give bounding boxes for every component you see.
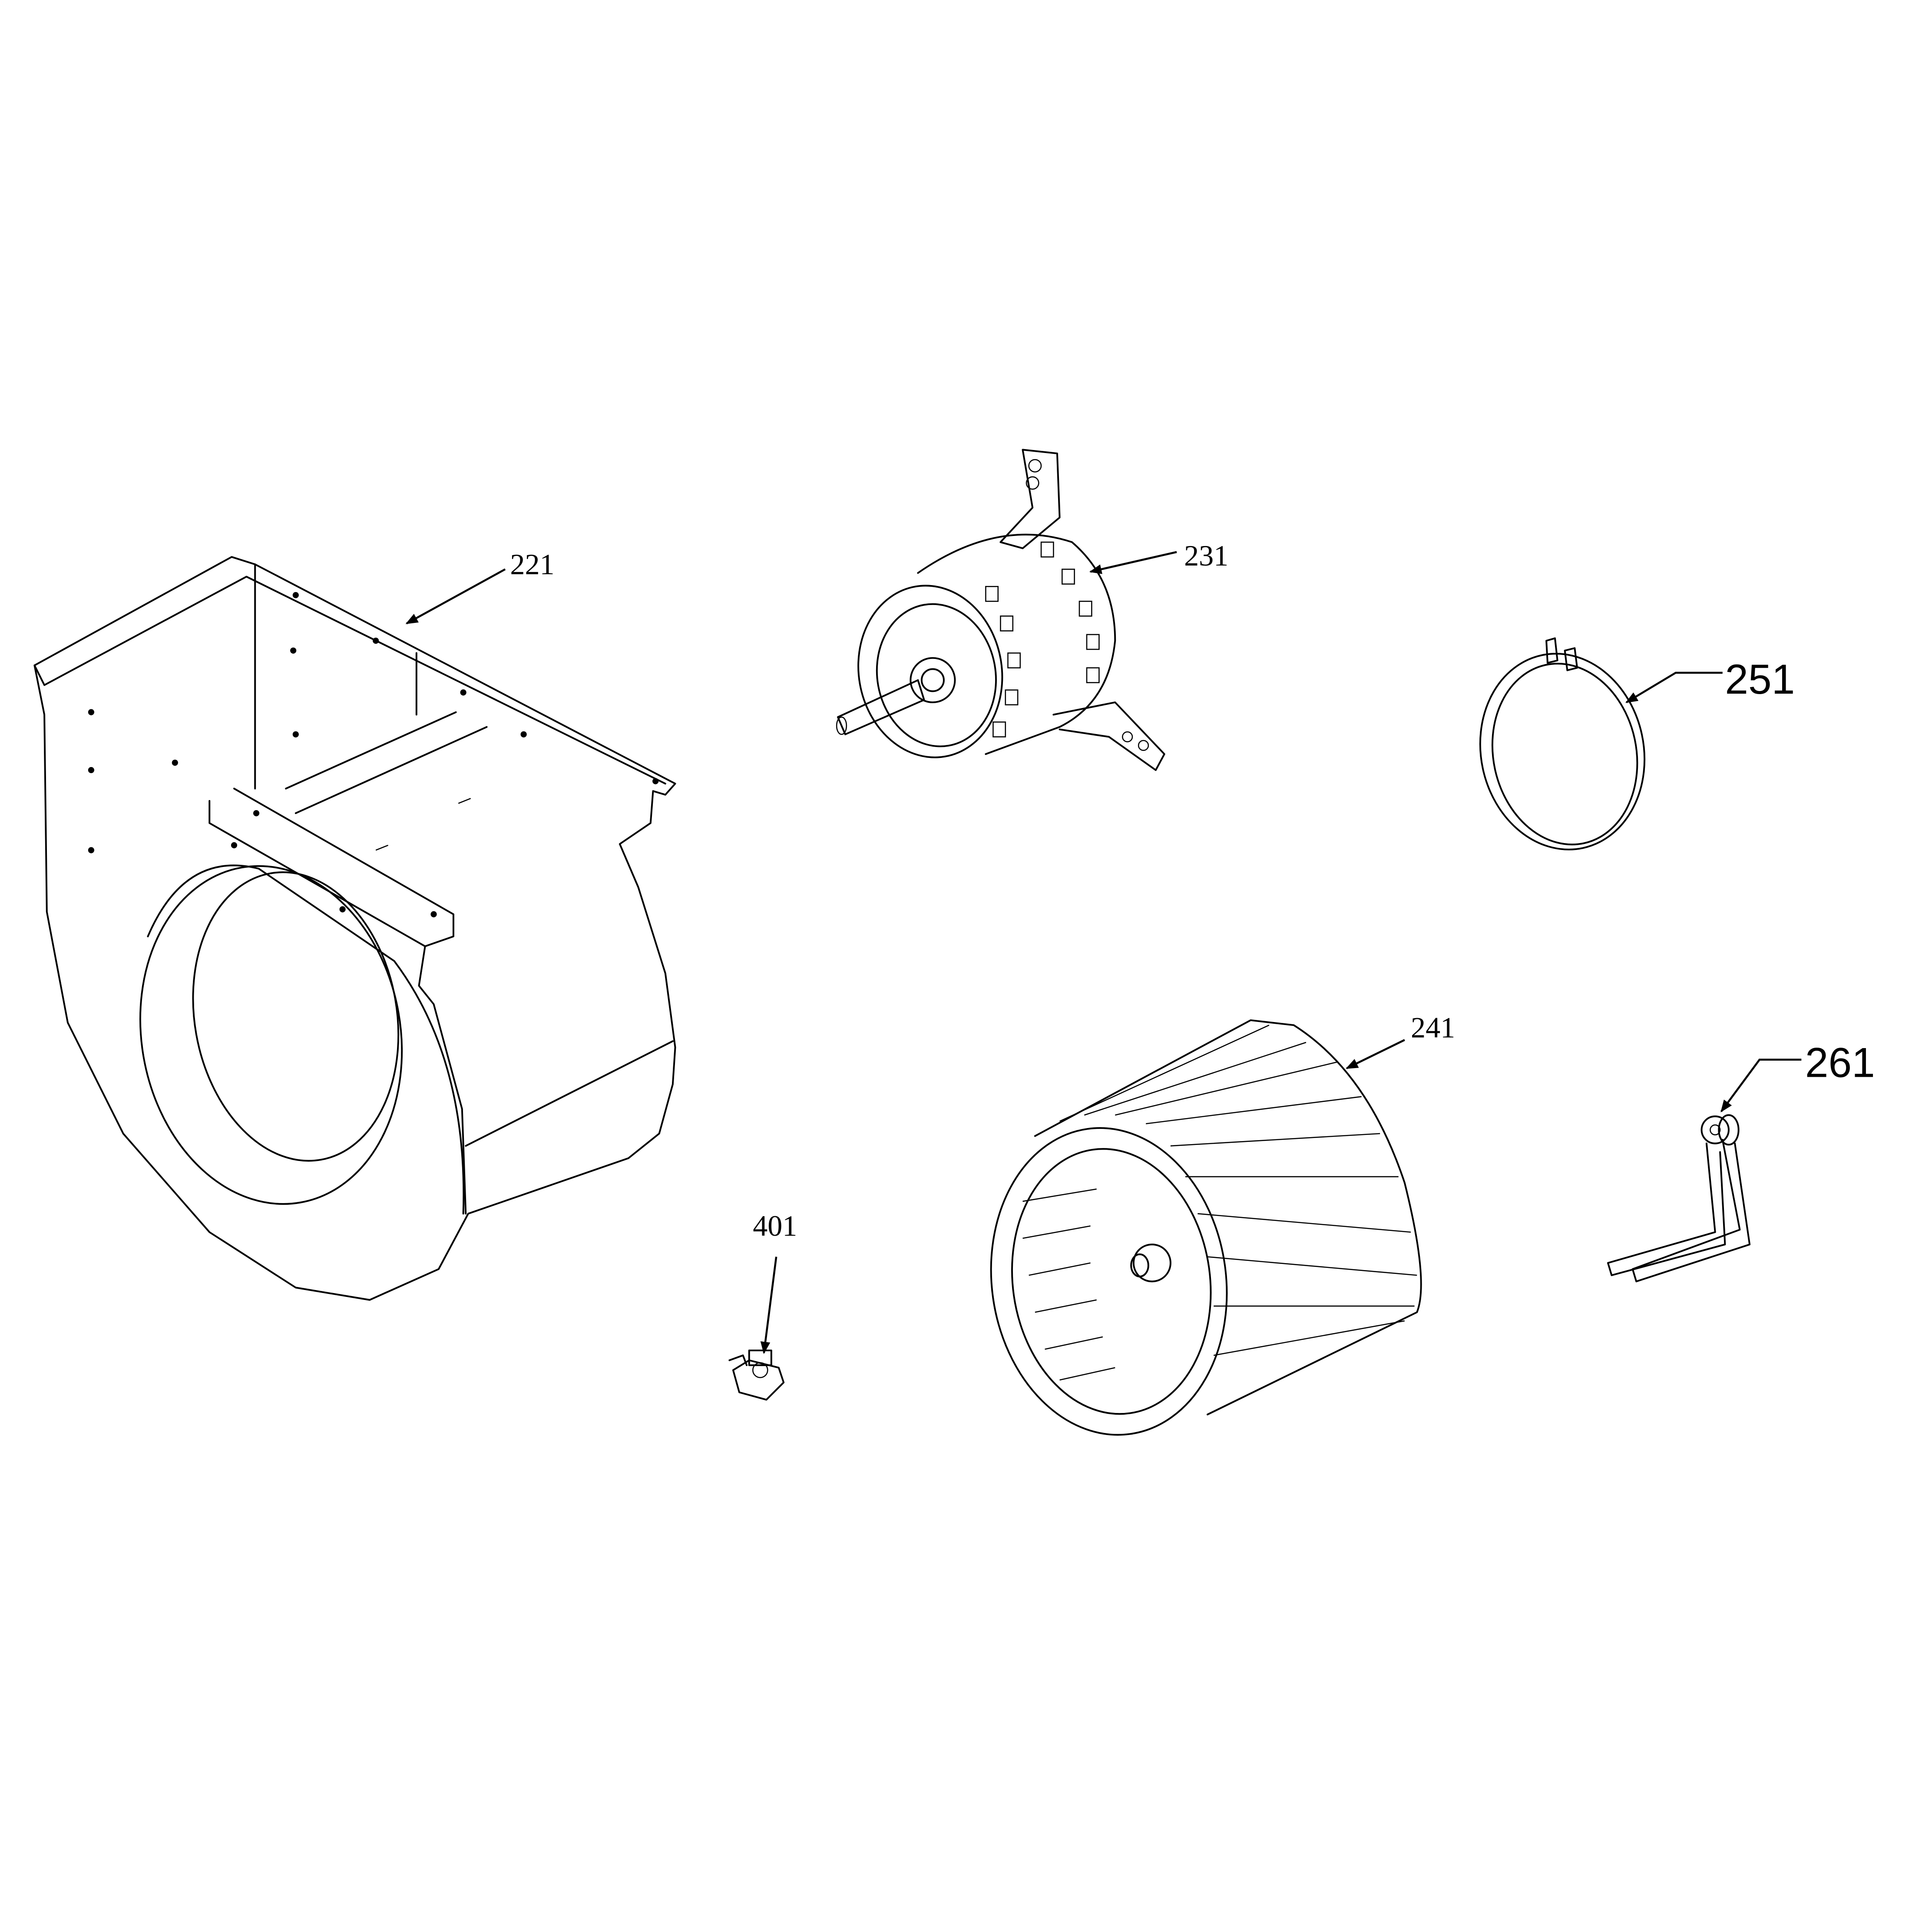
part-label-221: 221 xyxy=(510,548,554,581)
motor-band xyxy=(1479,637,1646,850)
part-label-241: 241 xyxy=(1411,1011,1455,1044)
blower-wheel xyxy=(990,1019,1422,1436)
blower-motor xyxy=(836,449,1165,771)
part-label-251: 251 xyxy=(1725,656,1795,703)
part-label-231: 231 xyxy=(1184,539,1228,572)
limit-switch xyxy=(728,1350,785,1401)
mounting-bracket xyxy=(1607,1114,1751,1283)
part-label-261: 261 xyxy=(1805,1039,1875,1086)
blower-housing xyxy=(33,556,676,1301)
part-label-401: 401 xyxy=(753,1209,797,1242)
leader-lines xyxy=(405,551,1802,1354)
